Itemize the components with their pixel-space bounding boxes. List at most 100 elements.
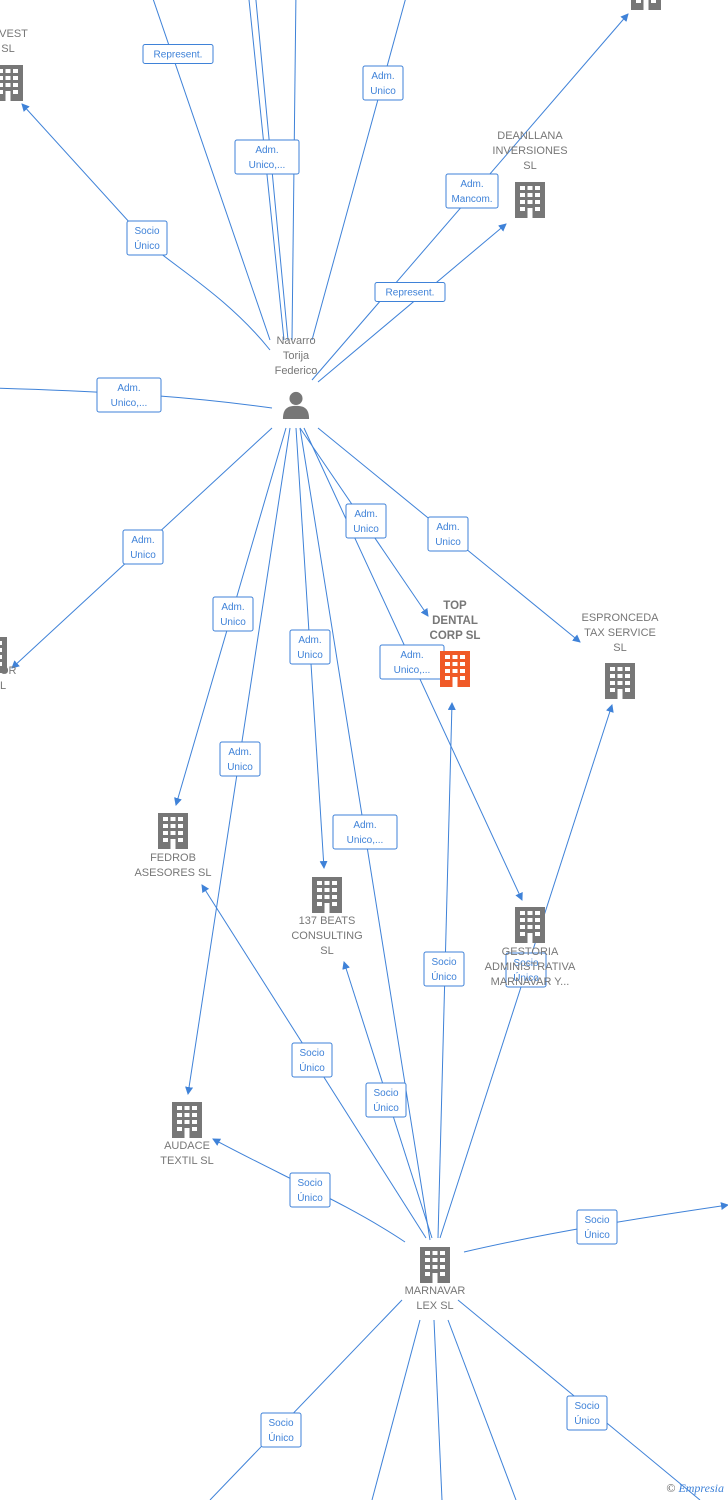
- relation-label[interactable]: Adm.Unico,...: [234, 139, 300, 175]
- relation-label-text: Adm.: [228, 747, 251, 758]
- company-node[interactable]: FEDROB ASESORES SL: [134, 813, 212, 879]
- relation-label[interactable]: Adm. Unico,...: [96, 377, 162, 413]
- relation-label-text: Socio: [268, 1418, 293, 1429]
- relation-label[interactable]: Adm.Mancom.: [445, 173, 499, 209]
- relation-label[interactable]: Represent.: [142, 44, 214, 64]
- relation-label-text: Unico: [297, 650, 323, 661]
- relation-label[interactable]: Adm.Unico: [427, 516, 469, 552]
- company-node[interactable]: OR L: [0, 637, 17, 692]
- node-label: SL: [320, 945, 333, 957]
- relation-label[interactable]: Adm.Unico: [212, 596, 254, 632]
- company-node[interactable]: [631, 0, 661, 10]
- copyright-symbol: ©: [666, 1481, 676, 1495]
- relation-label-box: [345, 503, 387, 539]
- relation-label-text: Socio: [297, 1178, 322, 1189]
- node-label: LEX SL: [416, 1300, 453, 1312]
- relation-label-text: Adm.: [371, 71, 394, 82]
- relation-label-text: Represent.: [154, 50, 203, 61]
- node-label: L: [0, 680, 6, 692]
- node-label: TAX SERVICE: [584, 627, 656, 639]
- node-label: Federico: [275, 365, 318, 377]
- relation-label-text: Socio: [431, 957, 456, 968]
- company-node[interactable]: INVESTSL: [0, 28, 28, 101]
- relation-label-box: [234, 139, 300, 175]
- node-label: ASESORES SL: [134, 867, 211, 879]
- building-icon: [605, 663, 635, 699]
- relation-label-text: Adm.: [400, 650, 423, 661]
- building-icon: [312, 877, 342, 913]
- relation-label-text: Socio: [373, 1088, 398, 1099]
- relation-label-text: Unico,...: [347, 835, 384, 846]
- relation-label-box: [212, 596, 254, 632]
- relation-label-box: [260, 1412, 302, 1448]
- relation-label-text: Socio: [574, 1401, 599, 1412]
- building-icon: [515, 182, 545, 218]
- node-label: MARNAVAR Y...: [491, 976, 570, 988]
- relation-label[interactable]: Adm. Unico: [362, 65, 404, 101]
- node-label: TEXTIL SL: [160, 1155, 213, 1167]
- relation-label-text: Único: [299, 1061, 325, 1074]
- relation-label-text: Único: [431, 970, 457, 983]
- relation-label[interactable]: Adm.Unico: [219, 741, 261, 777]
- relation-label-box: [96, 377, 162, 413]
- relation-label-box: [423, 951, 465, 987]
- node-label: DEANLLANA: [497, 130, 563, 142]
- brand-logo[interactable]: Empresia: [678, 1481, 724, 1495]
- relation-label[interactable]: Adm.Unico: [289, 629, 331, 665]
- relation-label-box: [374, 282, 446, 302]
- relation-label-text: Unico: [435, 537, 461, 548]
- relation-label-text: Represent.: [386, 288, 435, 299]
- relation-label-text: Unico,...: [394, 665, 431, 676]
- building-icon: [172, 1102, 202, 1138]
- relation-edge: [371, 1319, 421, 1500]
- node-label: OR: [0, 665, 17, 677]
- building-icon: [631, 0, 661, 10]
- relation-label-box: [219, 741, 261, 777]
- node-label: ESPRONCEDA: [581, 612, 659, 624]
- node-label: FEDROB: [150, 852, 196, 864]
- relation-edge: [433, 1319, 443, 1500]
- relation-label-text: Único: [574, 1414, 600, 1427]
- relation-edge: [447, 1319, 517, 1500]
- relation-edge: [317, 223, 507, 383]
- relation-label-box: [427, 516, 469, 552]
- relation-label-text: Único: [134, 239, 160, 252]
- relation-label-text: Adm.: [117, 383, 140, 394]
- building-icon: [515, 907, 545, 943]
- relation-edge: [311, 0, 406, 341]
- relation-label[interactable]: Represent.: [374, 282, 446, 302]
- relation-label[interactable]: Adm. Unico,...: [379, 644, 445, 680]
- relation-label[interactable]: Adm.Unico: [345, 503, 387, 539]
- relation-label-box: [122, 529, 164, 565]
- node-label: Navarro: [276, 335, 315, 347]
- relation-label-text: Único: [268, 1431, 294, 1444]
- relation-label-text: Unico,...: [249, 160, 286, 171]
- relation-label-box: [362, 65, 404, 101]
- relation-label[interactable]: Adm. Unico,...: [332, 814, 398, 850]
- relation-label-text: Único: [584, 1228, 610, 1241]
- relation-label[interactable]: Adm.Unico: [122, 529, 164, 565]
- relation-label-text: Adm.: [354, 509, 377, 520]
- relation-label-box: [126, 220, 168, 256]
- building-icon: [440, 651, 470, 687]
- relation-label-text: Adm.: [353, 820, 376, 831]
- relation-label-text: Unico: [370, 86, 396, 97]
- relation-label-text: Unico,...: [111, 398, 148, 409]
